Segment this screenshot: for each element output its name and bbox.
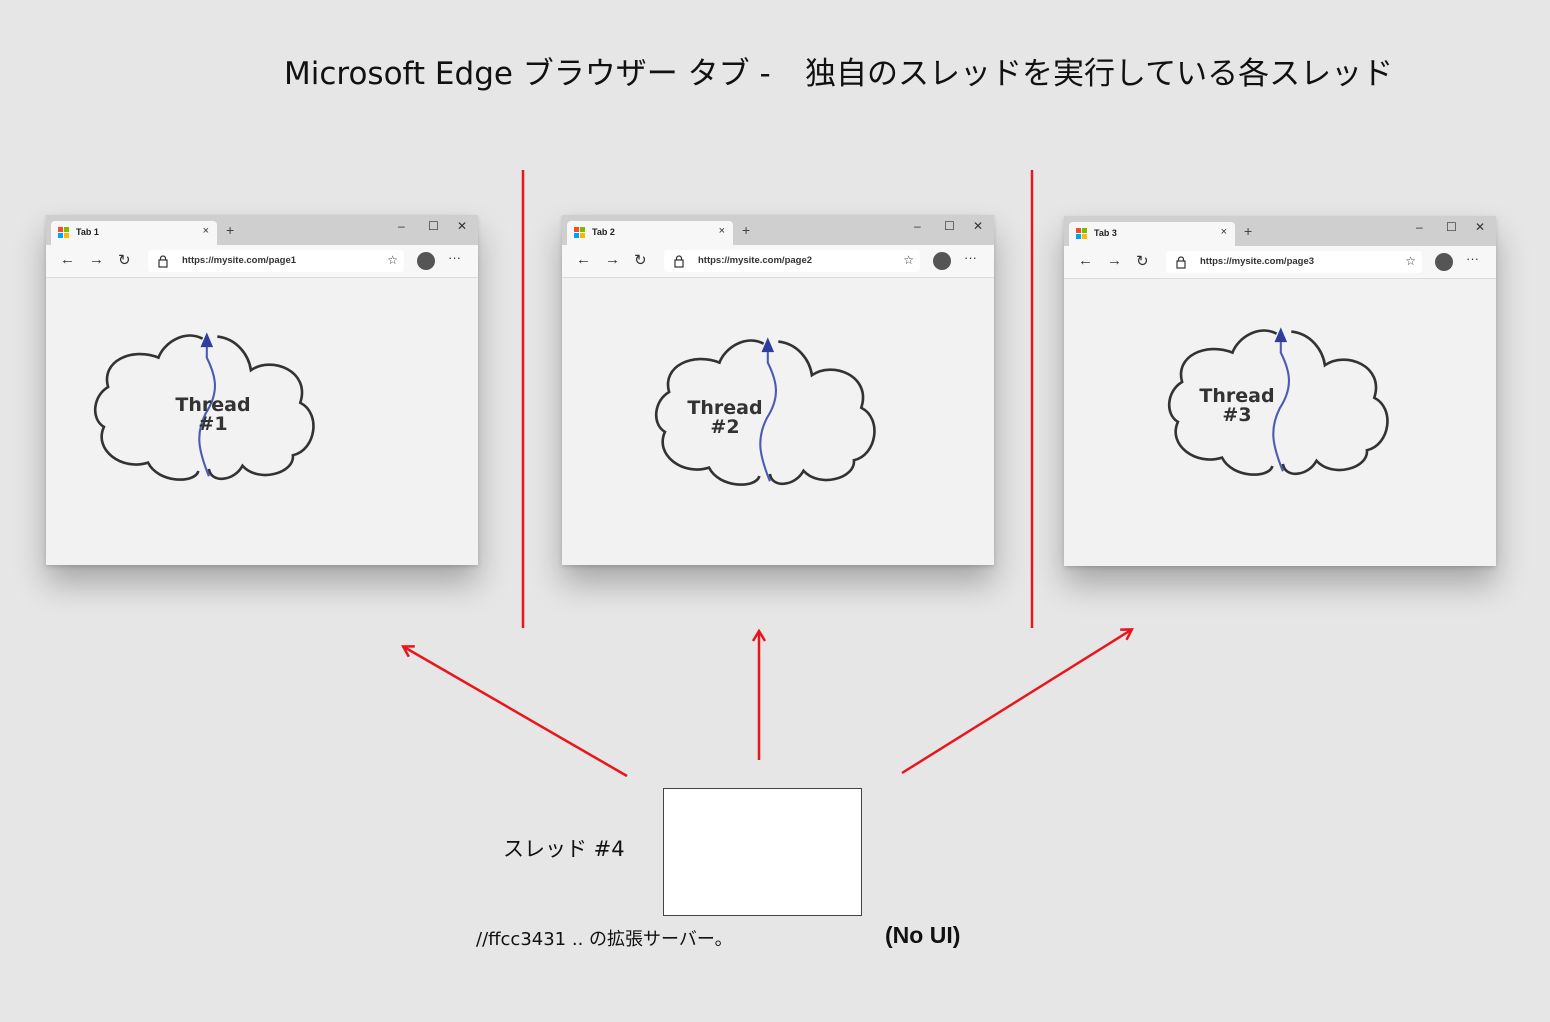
address-bar[interactable]: https://mysite.com/page1 ☆ <box>148 250 404 272</box>
window-close-icon[interactable]: ✕ <box>1475 220 1486 234</box>
url-text: https://mysite.com/page3 <box>1200 256 1315 267</box>
tab-label: Tab 3 <box>1094 228 1117 238</box>
refresh-icon[interactable]: ↻ <box>118 252 131 269</box>
thread-number: #3 <box>1222 404 1252 426</box>
more-options-icon[interactable]: ··· <box>1466 251 1479 266</box>
page-content: Thread #3 <box>1064 279 1496 566</box>
more-options-icon[interactable]: ··· <box>964 250 977 265</box>
more-options-icon[interactable]: ··· <box>448 250 461 265</box>
profile-avatar[interactable] <box>417 252 435 270</box>
maximize-icon[interactable]: ☐ <box>428 219 439 233</box>
microsoft-logo-icon <box>1076 228 1088 240</box>
browser-tab[interactable]: Tab 1 × <box>51 221 217 245</box>
address-bar[interactable]: https://mysite.com/page2 ☆ <box>664 250 920 272</box>
back-arrow-icon[interactable]: ← <box>1078 252 1093 269</box>
thread-cloud-icon <box>94 332 315 481</box>
window-close-icon[interactable]: ✕ <box>973 219 984 233</box>
arrow-to-tab-1 <box>404 647 628 778</box>
new-tab-icon[interactable]: + <box>226 222 235 238</box>
lock-icon <box>1176 256 1186 269</box>
browser-window-1: Tab 1 × + – ☐ ✕ ← → ↻ https://mysite.com… <box>46 215 478 565</box>
new-tab-icon[interactable]: + <box>1244 223 1253 239</box>
thread-label: Thread #2 <box>674 399 776 437</box>
browser-toolbar: ← → ↻ https://mysite.com/page2 ☆ ··· <box>562 245 994 278</box>
forward-arrow-icon[interactable]: → <box>605 251 620 268</box>
thread-4-label: スレッド #4 <box>503 837 625 861</box>
tab-strip: Tab 3 × + – ☐ ✕ <box>1064 216 1496 246</box>
extension-server-box <box>663 788 862 916</box>
lock-icon <box>674 255 684 268</box>
refresh-icon[interactable]: ↻ <box>634 252 647 269</box>
address-bar[interactable]: https://mysite.com/page3 ☆ <box>1166 251 1422 273</box>
url-text: https://mysite.com/page1 <box>182 255 297 266</box>
url-text: https://mysite.com/page2 <box>698 255 813 266</box>
page-content: Thread #1 <box>46 278 478 565</box>
thread-word: Thread <box>687 397 763 419</box>
profile-avatar[interactable] <box>1435 253 1453 271</box>
title-edge-tabs: Microsoft Edge ブラウザー タブ - <box>284 56 771 92</box>
tab-label: Tab 2 <box>592 227 615 237</box>
maximize-icon[interactable]: ☐ <box>1446 220 1457 234</box>
profile-avatar[interactable] <box>933 252 951 270</box>
favorite-star-icon[interactable]: ☆ <box>903 253 914 267</box>
tab-close-icon[interactable]: × <box>1220 226 1227 238</box>
no-ui-label: (No UI) <box>885 922 961 948</box>
browser-toolbar: ← → ↻ https://mysite.com/page3 ☆ ··· <box>1064 246 1496 279</box>
back-arrow-icon[interactable]: ← <box>60 251 75 268</box>
tab-label: Tab 1 <box>76 227 99 237</box>
thread-cloud-icon <box>655 337 876 486</box>
browser-window-3: Tab 3 × + – ☐ ✕ ← → ↻ https://mysite.com… <box>1064 216 1496 566</box>
tab-strip: Tab 2 × + – ☐ ✕ <box>562 215 994 245</box>
thread-label: Thread #1 <box>162 396 264 434</box>
favorite-star-icon[interactable]: ☆ <box>1405 254 1416 268</box>
tab-strip: Tab 1 × + – ☐ ✕ <box>46 215 478 245</box>
thread-word: Thread <box>175 394 251 416</box>
page-content: Thread #2 <box>562 278 994 565</box>
forward-arrow-icon[interactable]: → <box>1107 252 1122 269</box>
thread-word: Thread <box>1199 385 1275 407</box>
tab-close-icon[interactable]: × <box>202 225 209 237</box>
title-threads: 独自のスレッドを実行している各スレッド <box>805 56 1394 92</box>
back-arrow-icon[interactable]: ← <box>576 251 591 268</box>
browser-tab[interactable]: Tab 3 × <box>1069 222 1235 246</box>
browser-tab[interactable]: Tab 2 × <box>567 221 733 245</box>
minimize-icon[interactable]: – <box>1416 220 1423 234</box>
microsoft-logo-icon <box>574 227 586 239</box>
favorite-star-icon[interactable]: ☆ <box>387 253 398 267</box>
minimize-icon[interactable]: – <box>398 219 405 233</box>
minimize-icon[interactable]: – <box>914 219 921 233</box>
thread-number: #1 <box>198 413 228 435</box>
microsoft-logo-icon <box>58 227 70 239</box>
tab-close-icon[interactable]: × <box>718 225 725 237</box>
thread-label: Thread #3 <box>1186 387 1288 425</box>
lock-icon <box>158 255 168 268</box>
thread-cloud-icon <box>1168 327 1389 476</box>
arrow-to-tab-3 <box>901 630 1131 775</box>
forward-arrow-icon[interactable]: → <box>89 251 104 268</box>
new-tab-icon[interactable]: + <box>742 222 751 238</box>
browser-toolbar: ← → ↻ https://mysite.com/page1 ☆ ··· <box>46 245 478 278</box>
refresh-icon[interactable]: ↻ <box>1136 253 1149 270</box>
thread-number: #2 <box>710 416 740 438</box>
extension-server-caption: //ffcc3431 .. の拡張サーバー。 <box>476 929 733 950</box>
browser-window-2: Tab 2 × + – ☐ ✕ ← → ↻ https://mysite.com… <box>562 215 994 565</box>
maximize-icon[interactable]: ☐ <box>944 219 955 233</box>
window-close-icon[interactable]: ✕ <box>457 219 468 233</box>
